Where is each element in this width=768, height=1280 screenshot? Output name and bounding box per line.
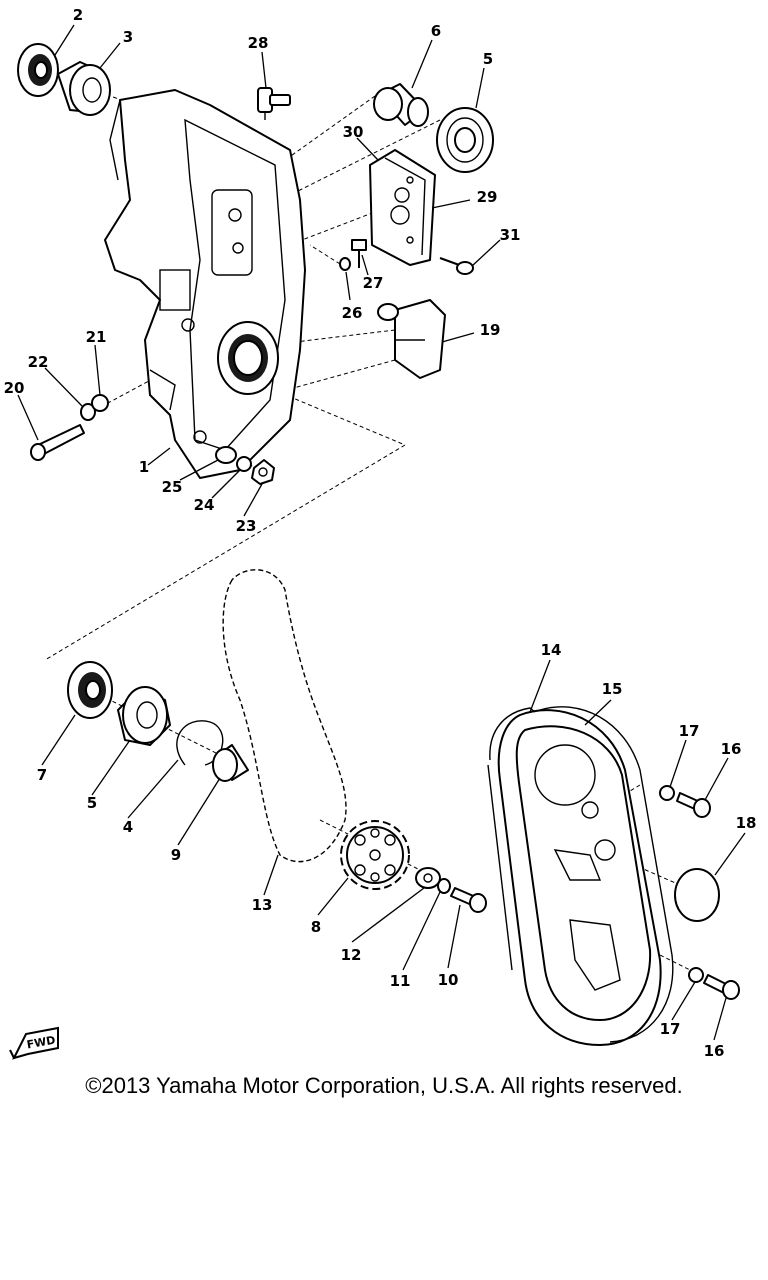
callout-3: 3 [123, 28, 133, 46]
washer-21 [91, 394, 109, 412]
callout-5-lower: 5 [87, 794, 97, 812]
cap-18 [674, 868, 720, 922]
callout-19: 19 [480, 321, 501, 339]
callout-11: 11 [390, 972, 411, 990]
callout-7: 7 [37, 766, 47, 784]
callout-6: 6 [431, 22, 441, 40]
callout-16-lower: 16 [704, 1042, 725, 1060]
callout-31: 31 [500, 226, 521, 244]
bearing-3 [57, 61, 111, 116]
callout-30: 30 [343, 123, 364, 141]
callout-2: 2 [73, 6, 83, 24]
bearing-2 [17, 43, 59, 97]
bolt-10 [450, 887, 487, 913]
copyright-notice: ©2013 Yamaha Motor Corporation, U.S.A. A… [85, 1073, 683, 1098]
bolt-16-lower [703, 974, 740, 1000]
parts-exploded-diagram: 2 3 28 6 5 30 29 31 27 26 19 21 22 20 1 … [4, 6, 757, 1060]
callout-29: 29 [477, 188, 498, 206]
callout-24: 24 [194, 496, 215, 514]
callout-27: 27 [363, 274, 384, 292]
callout-18: 18 [736, 814, 757, 832]
callout-labels: 2 3 28 6 5 30 29 31 27 26 19 21 22 20 1 … [4, 6, 757, 1060]
callout-9: 9 [171, 846, 181, 864]
washer-11 [437, 878, 451, 894]
callout-17-upper: 17 [679, 722, 700, 740]
callout-16-upper: 16 [721, 740, 742, 758]
bearing-5-top [436, 107, 494, 173]
callout-21: 21 [86, 328, 107, 346]
callout-25: 25 [162, 478, 183, 496]
bearing-7 [67, 661, 113, 719]
bolt-27 [351, 239, 367, 268]
collar-6 [373, 83, 429, 127]
washer-17-upper [659, 785, 675, 801]
washer-25 [215, 446, 237, 464]
callout-13: 13 [252, 896, 273, 914]
callout-26: 26 [342, 304, 363, 322]
washer-17-lower [688, 967, 704, 983]
chain-case-cover-15 [497, 706, 674, 1046]
callout-15: 15 [602, 680, 623, 698]
chain-case-housing [104, 89, 306, 479]
callout-12: 12 [341, 946, 362, 964]
callout-17-lower: 17 [660, 1020, 681, 1038]
nut-23 [251, 459, 275, 485]
callout-28: 28 [248, 34, 269, 52]
callout-22: 22 [28, 353, 49, 371]
bolt-20 [30, 424, 85, 461]
fwd-arrow-icon: FWD [9, 1026, 59, 1060]
washer-26 [339, 257, 351, 271]
callout-20: 20 [4, 379, 25, 397]
tensioner-block-19 [377, 299, 446, 379]
callout-14: 14 [541, 641, 562, 659]
callout-10: 10 [438, 971, 459, 989]
callout-23: 23 [236, 517, 257, 535]
collar-9 [212, 744, 249, 782]
drive-chain-13 [222, 569, 347, 863]
callout-1: 1 [139, 458, 149, 476]
washer-24 [236, 456, 252, 472]
screw-31 [439, 257, 474, 275]
callout-5-top: 5 [483, 50, 493, 68]
bolt-16-upper [676, 792, 711, 818]
chain-case-gasket-14 [487, 707, 536, 971]
washer-22 [80, 403, 96, 421]
grease-nipple-28 [257, 87, 291, 120]
callout-4: 4 [123, 818, 133, 836]
callout-leaders [17, 24, 746, 1041]
washer-12 [415, 867, 441, 889]
sprocket-8 [340, 820, 410, 890]
tensioner-plate-29 [369, 149, 436, 266]
bearing-5-lower [117, 686, 171, 746]
fwd-label: FWD [26, 1034, 57, 1052]
callout-8: 8 [311, 918, 321, 936]
